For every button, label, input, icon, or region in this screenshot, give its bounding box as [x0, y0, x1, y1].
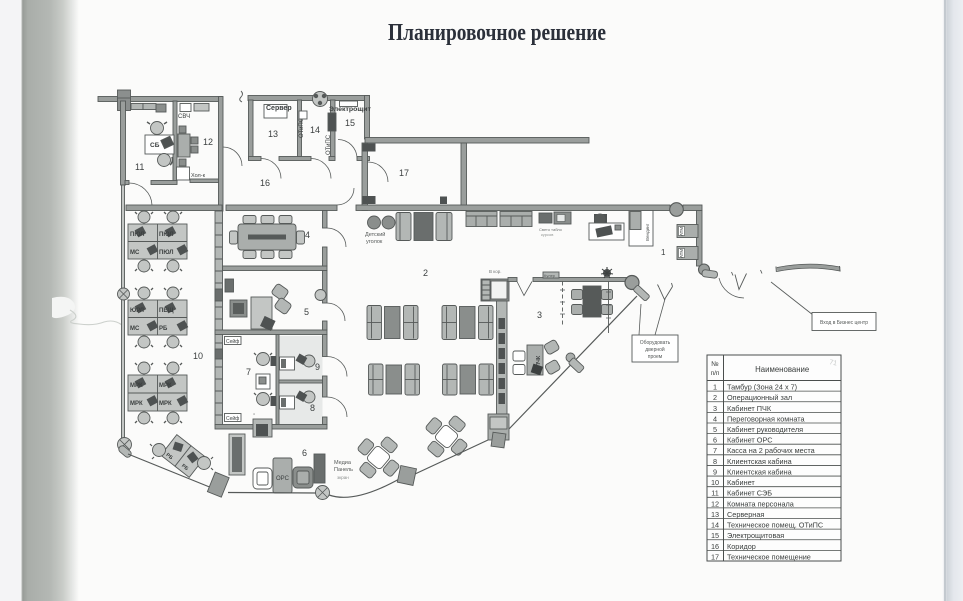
- svg-text:11: 11: [711, 489, 719, 498]
- svg-text:Переговорная комната: Переговорная комната: [727, 414, 805, 423]
- svg-text:Операционный зал: Операционный зал: [727, 393, 792, 402]
- svg-text:Серверная: Серверная: [727, 510, 764, 519]
- svg-text:15: 15: [711, 531, 719, 540]
- svg-text:16: 16: [711, 542, 719, 551]
- svg-text:Кабинет СЭБ: Кабинет СЭБ: [727, 489, 772, 498]
- svg-text:уголок: уголок: [366, 239, 383, 245]
- svg-text:РБ: РБ: [159, 326, 168, 332]
- svg-text:Тамбур (Зона 24 х 7): Тамбур (Зона 24 х 7): [727, 383, 797, 392]
- svg-text:14: 14: [711, 521, 719, 530]
- svg-text:10: 10: [193, 351, 203, 361]
- svg-text:ПЮЛ: ПЮЛ: [130, 232, 144, 238]
- svg-text:4: 4: [305, 230, 310, 240]
- svg-text:Коридор: Коридор: [727, 542, 756, 551]
- svg-text:Наименование: Наименование: [755, 365, 809, 374]
- svg-text:12: 12: [711, 499, 719, 508]
- svg-text:Клиентская кабина: Клиентская кабина: [727, 467, 793, 476]
- svg-text:В кор.: В кор.: [489, 269, 502, 274]
- svg-text:№: №: [711, 361, 719, 368]
- svg-text:4: 4: [713, 414, 717, 423]
- svg-text:МРК: МРК: [159, 401, 172, 407]
- svg-text:2: 2: [423, 268, 428, 278]
- svg-text:ОТиПС: ОТиПС: [299, 117, 305, 138]
- svg-text:9: 9: [713, 467, 717, 476]
- svg-text:ПЧК: ПЧК: [536, 355, 542, 367]
- svg-text:9: 9: [315, 362, 320, 372]
- svg-text:7: 7: [246, 367, 251, 377]
- svg-text:5: 5: [304, 307, 309, 317]
- svg-text:13: 13: [711, 510, 719, 519]
- svg-text:МРК: МРК: [159, 383, 172, 389]
- svg-text:Электрощит: Электрощит: [329, 107, 371, 113]
- svg-text:17: 17: [711, 552, 719, 561]
- svg-text:РБ: РБ: [165, 452, 174, 461]
- svg-text:Оборудовать: Оборудовать: [640, 340, 671, 346]
- svg-text:ПЮЛ: ПЮЛ: [159, 232, 173, 238]
- svg-text:Касса на 2 рабочих места: Касса на 2 рабочих места: [727, 446, 816, 455]
- svg-text:Техническое помещение: Техническое помещение: [727, 552, 811, 561]
- svg-text:6: 6: [302, 448, 307, 458]
- svg-text:МС: МС: [130, 250, 140, 256]
- svg-text:71: 71: [829, 359, 838, 367]
- svg-text:8: 8: [713, 457, 717, 466]
- svg-text:Комната персонала: Комната персонала: [727, 499, 795, 508]
- svg-text:Панель: Панель: [334, 467, 353, 473]
- svg-text:Кулер: Кулер: [544, 273, 556, 278]
- svg-text:1: 1: [713, 383, 717, 392]
- svg-text:10: 10: [711, 478, 719, 487]
- svg-text:Кабинет ПЧК: Кабинет ПЧК: [727, 404, 772, 413]
- svg-text:ОРС: ОРС: [276, 476, 290, 482]
- svg-text:п/п: п/п: [711, 370, 720, 377]
- svg-text:14: 14: [310, 125, 320, 135]
- svg-text:АТМ: АТМ: [679, 249, 684, 258]
- svg-text:3: 3: [537, 310, 542, 320]
- svg-text:2: 2: [713, 393, 717, 402]
- svg-text:5: 5: [713, 425, 717, 434]
- svg-text:АТМ: АТМ: [679, 227, 684, 236]
- svg-text:ПЕЩ: ПЕЩ: [159, 308, 174, 314]
- svg-text:Вход в Бизнес центр: Вход в Бизнес центр: [820, 320, 868, 326]
- svg-text:ЮРЛ: ЮРЛ: [130, 308, 144, 314]
- svg-text:Клиентская кабина: Клиентская кабина: [727, 457, 793, 466]
- svg-text:Сейф: Сейф: [226, 415, 239, 422]
- svg-text:7: 7: [713, 446, 717, 455]
- svg-text:12: 12: [203, 137, 213, 147]
- svg-text:МС: МС: [130, 326, 140, 332]
- svg-text:Техническое помещ. ОТиПС: Техническое помещ. ОТиПС: [727, 521, 823, 530]
- svg-text:курсов: курсов: [541, 232, 553, 237]
- svg-text:Кабинет: Кабинет: [727, 478, 755, 487]
- svg-text:Кабинет руководителя: Кабинет руководителя: [727, 425, 803, 434]
- svg-text:15: 15: [345, 118, 355, 128]
- svg-text:Вендинг: Вендинг: [645, 223, 650, 241]
- svg-text:Детский: Детский: [365, 231, 385, 238]
- svg-text:8: 8: [310, 403, 315, 413]
- svg-text:СВЧ: СВЧ: [178, 114, 190, 120]
- svg-text:ОТиПС: ОТиПС: [326, 134, 332, 155]
- svg-text:Свето табло: Свето табло: [539, 227, 563, 232]
- svg-text:МРК: МРК: [130, 401, 143, 407]
- svg-text:экран: экран: [337, 475, 349, 480]
- svg-text:Кабинет ОРС: Кабинет ОРС: [727, 436, 773, 445]
- svg-text:Сервер: Сервер: [266, 105, 292, 112]
- svg-text:6: 6: [713, 436, 717, 445]
- svg-text:Хол-к: Хол-к: [191, 173, 206, 179]
- svg-text:ПЮЛ: ПЮЛ: [159, 250, 173, 256]
- svg-text:3: 3: [713, 404, 717, 413]
- svg-text:РБ: РБ: [180, 463, 189, 472]
- svg-text:Медиа: Медиа: [334, 460, 352, 466]
- svg-text:СБ: СБ: [150, 142, 160, 149]
- svg-text:Планировочное решение: Планировочное решение: [388, 20, 606, 46]
- svg-text:11: 11: [135, 162, 144, 172]
- svg-text:17: 17: [399, 168, 409, 178]
- svg-text:Электрощитовая: Электрощитовая: [727, 531, 784, 540]
- svg-text:16: 16: [260, 178, 270, 188]
- svg-text:проем: проем: [648, 354, 663, 360]
- svg-text:дверной: дверной: [645, 346, 665, 353]
- svg-text:13: 13: [268, 129, 278, 139]
- svg-text:Сейф: Сейф: [226, 338, 239, 345]
- svg-text:МРК: МРК: [130, 383, 143, 389]
- svg-text:1: 1: [661, 248, 666, 257]
